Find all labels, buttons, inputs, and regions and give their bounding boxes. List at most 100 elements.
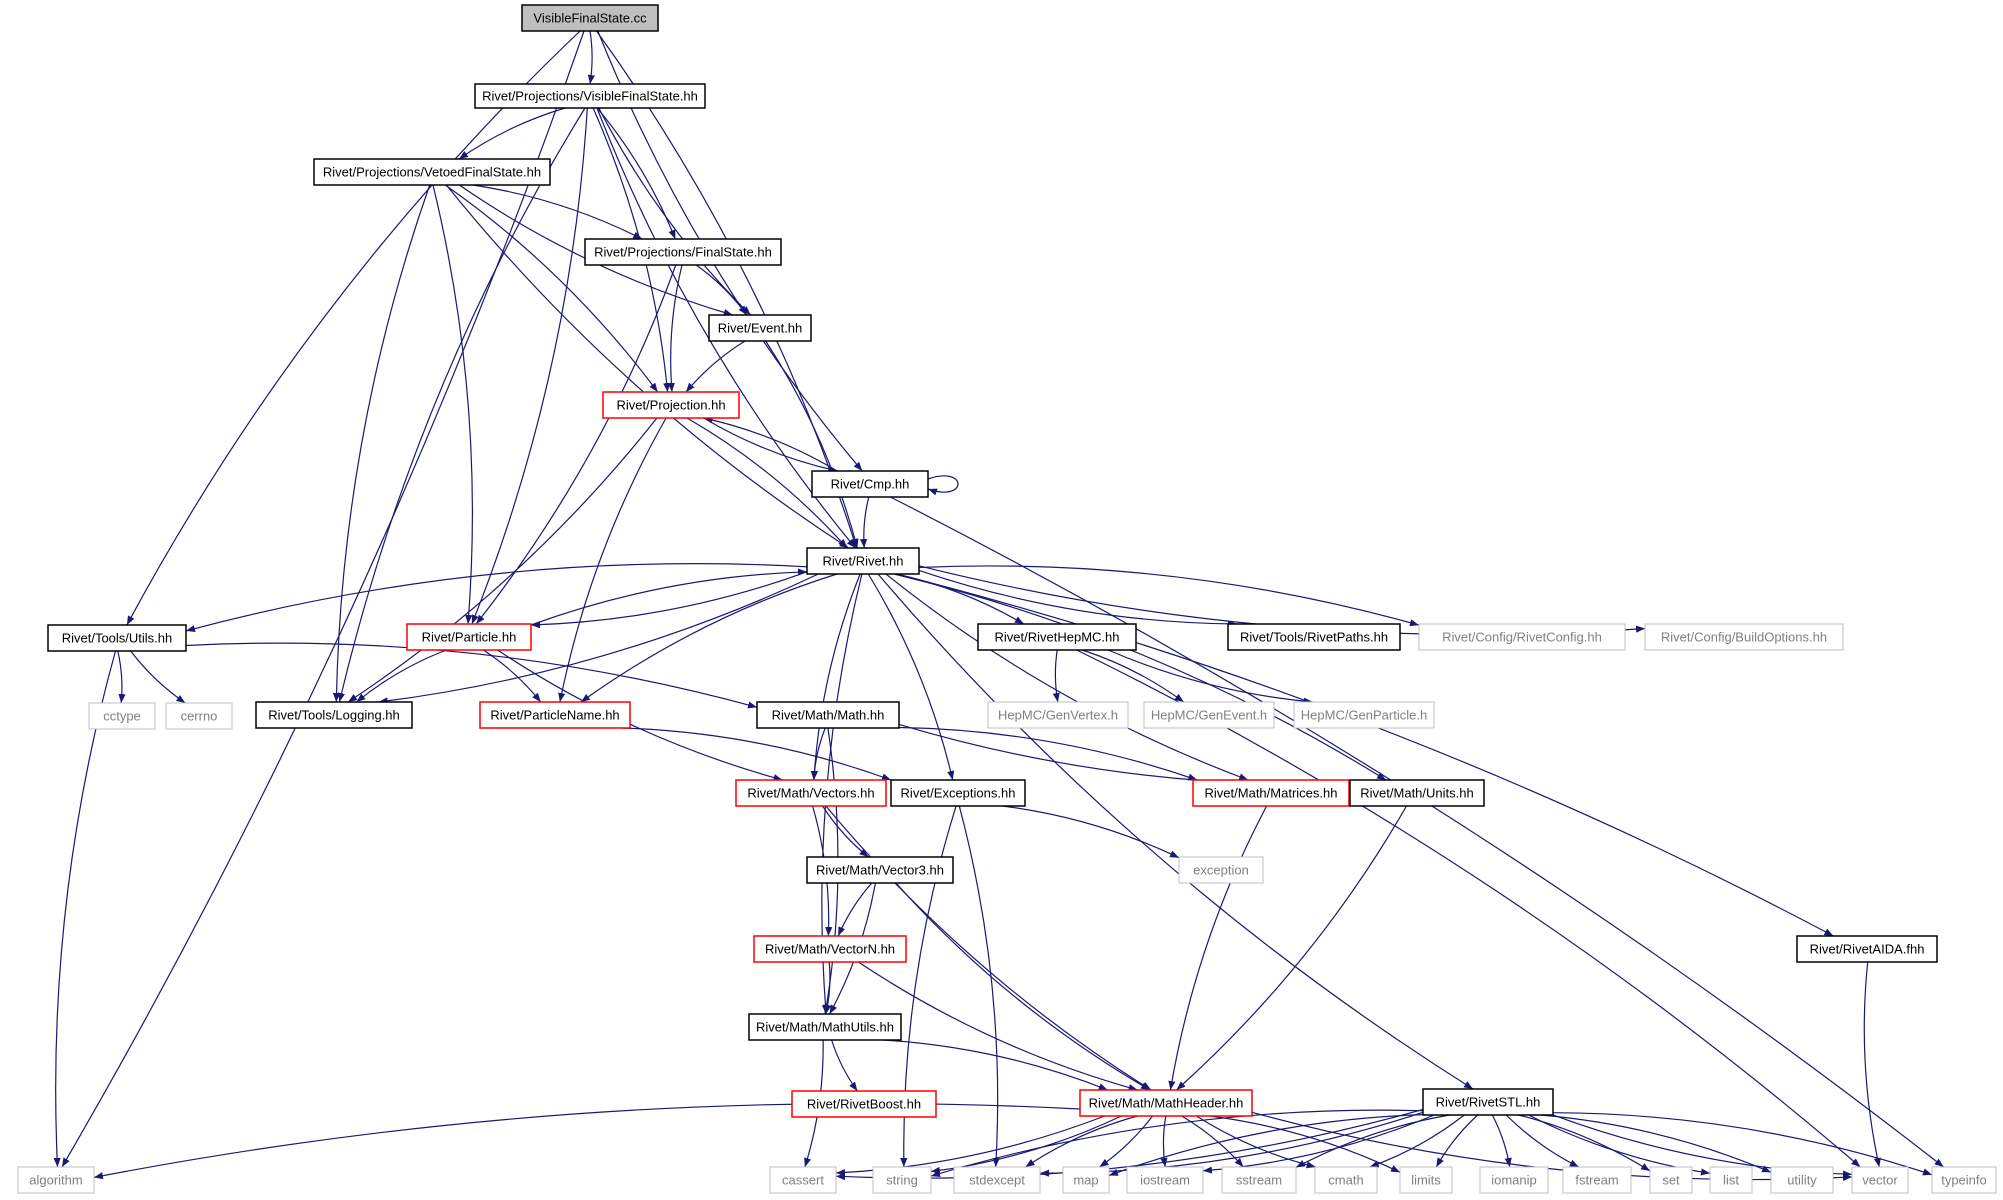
node-genparticle[interactable]: HepMC/GenParticle.h: [1293, 701, 1435, 729]
edge-mathheader-to-string: [930, 1115, 1122, 1174]
edge-rivetstl-to-limits: [1435, 1114, 1479, 1168]
node-units[interactable]: Rivet/Math/Units.hh: [1349, 779, 1485, 807]
node-box-limits: [1399, 1166, 1453, 1194]
node-map[interactable]: map: [1062, 1166, 1110, 1194]
node-vetoed[interactable]: Rivet/Projections/VetoedFinalState.hh: [313, 158, 551, 186]
node-rivetstl[interactable]: Rivet/RivetSTL.hh: [1422, 1088, 1554, 1116]
node-exceptions[interactable]: Rivet/Exceptions.hh: [890, 779, 1026, 807]
node-label-particle: Rivet/Particle.hh: [422, 630, 517, 645]
node-math[interactable]: Rivet/Math/Math.hh: [756, 701, 900, 729]
node-buildoptions[interactable]: Rivet/Config/BuildOptions.hh: [1644, 623, 1844, 651]
node-limits[interactable]: limits: [1399, 1166, 1453, 1194]
node-box-genvertex: [987, 701, 1129, 729]
node-vector3[interactable]: Rivet/Math/Vector3.hh: [806, 856, 954, 884]
node-box-typeinfo: [1931, 1166, 1997, 1194]
node-typeinfo[interactable]: typeinfo: [1931, 1166, 1997, 1194]
node-event[interactable]: Rivet/Event.hh: [708, 314, 812, 342]
edge-finalstate-to-event: [695, 264, 748, 316]
edge-projection-to-cmp: [703, 417, 838, 473]
node-iomanip[interactable]: iomanip: [1479, 1166, 1549, 1194]
node-label-exceptions: Rivet/Exceptions.hh: [901, 786, 1016, 801]
edge-vfs_hh-to-logging: [337, 107, 586, 703]
edge-units-to-mathheader: [1176, 805, 1408, 1091]
node-box-rivethepmc: [977, 623, 1137, 651]
node-genevent[interactable]: HepMC/GenEvent.h: [1143, 701, 1275, 729]
node-box-map: [1062, 1166, 1110, 1194]
node-mathheader[interactable]: Rivet/Math/MathHeader.hh: [1079, 1089, 1253, 1117]
node-vfs_cc[interactable]: VisibleFinalState.cc: [521, 4, 659, 32]
node-matrices[interactable]: Rivet/Math/Matrices.hh: [1192, 779, 1350, 807]
edge-rivethepmc-to-genparticle: [1107, 649, 1313, 705]
node-exception[interactable]: exception: [1178, 856, 1264, 884]
node-rivetboost[interactable]: Rivet/RivetBoost.hh: [791, 1090, 937, 1118]
node-label-cmp: Rivet/Cmp.hh: [831, 477, 910, 492]
edge-rivet-to-logging: [378, 573, 819, 705]
node-box-vectors: [735, 779, 887, 807]
node-algorithm[interactable]: algorithm: [17, 1166, 95, 1194]
node-label-limits: limits: [1411, 1173, 1441, 1188]
node-cassert[interactable]: cassert: [769, 1166, 837, 1194]
node-genvertex[interactable]: HepMC/GenVertex.h: [987, 701, 1129, 729]
node-box-cctype: [88, 702, 156, 730]
edge-vetoed-to-particle: [432, 184, 473, 625]
node-list[interactable]: list: [1709, 1166, 1753, 1194]
node-box-finalstate: [584, 238, 782, 266]
node-rivetconfig[interactable]: Rivet/Config/RivetConfig.hh: [1418, 623, 1626, 651]
edge-event-to-rivet: [765, 340, 859, 549]
node-stdexcept[interactable]: stdexcept: [953, 1166, 1041, 1194]
node-rivetpaths[interactable]: Rivet/Tools/RivetPaths.hh: [1227, 623, 1401, 651]
node-label-vetoed: Rivet/Projections/VetoedFinalState.hh: [323, 165, 541, 180]
node-cmath[interactable]: cmath: [1314, 1166, 1378, 1194]
edge-cmp-to-typeinfo: [890, 496, 1944, 1168]
node-iostream[interactable]: iostream: [1126, 1166, 1204, 1194]
edge-cmp-to-projection: [703, 416, 838, 472]
edge-rivet-to-rivetstl: [877, 573, 1474, 1090]
node-box-sstream: [1221, 1166, 1297, 1194]
node-box-cassert: [769, 1166, 837, 1194]
edge-rivetstl-to-typeinfo: [1552, 1112, 1933, 1176]
node-set[interactable]: set: [1649, 1166, 1693, 1194]
node-label-vfs_cc: VisibleFinalState.cc: [533, 11, 647, 26]
node-sstream[interactable]: sstream: [1221, 1166, 1297, 1194]
node-cerrno[interactable]: cerrno: [165, 702, 233, 730]
edge-vfs_cc-to-utils: [126, 30, 581, 626]
node-vectors[interactable]: Rivet/Math/Vectors.hh: [735, 779, 887, 807]
node-finalstate[interactable]: Rivet/Projections/FinalState.hh: [584, 238, 782, 266]
node-particlename[interactable]: Rivet/ParticleName.hh: [479, 701, 631, 729]
edge-rivetstl-to-list: [1528, 1114, 1711, 1176]
node-box-cmp: [811, 470, 929, 498]
edge-rivet-to-units: [893, 573, 1387, 781]
edge-mathheader-to-stdexcept: [1025, 1115, 1138, 1168]
node-mathutils[interactable]: Rivet/Math/MathUtils.hh: [748, 1013, 902, 1041]
node-rivet[interactable]: Rivet/Rivet.hh: [806, 547, 920, 575]
node-string[interactable]: string: [872, 1166, 932, 1194]
node-utils[interactable]: Rivet/Tools/Utils.hh: [47, 624, 187, 652]
node-logging[interactable]: Rivet/Tools/Logging.hh: [255, 701, 413, 729]
edge-rivet-to-rivetpaths: [918, 569, 1237, 628]
node-particle[interactable]: Rivet/Particle.hh: [406, 623, 532, 651]
node-box-matrices: [1192, 779, 1350, 807]
node-cctype[interactable]: cctype: [88, 702, 156, 730]
node-vfs_hh[interactable]: Rivet/Projections/VisibleFinalState.hh: [474, 83, 706, 109]
edge-vfs_hh-to-particle: [471, 107, 588, 625]
node-vectorn[interactable]: Rivet/Math/VectorN.hh: [753, 935, 907, 963]
node-fstream[interactable]: fstream: [1562, 1166, 1632, 1194]
node-utility[interactable]: utility: [1770, 1166, 1834, 1194]
node-projection[interactable]: Rivet/Projection.hh: [602, 391, 740, 419]
node-box-genparticle: [1293, 701, 1435, 729]
node-box-mathheader: [1079, 1089, 1253, 1117]
node-label-iomanip: iomanip: [1491, 1173, 1537, 1188]
node-rivethepmc[interactable]: Rivet/RivetHepMC.hh: [977, 623, 1137, 651]
edge-mathheader-to-map: [1099, 1115, 1153, 1168]
edge-rivetstl-to-sstream: [1295, 1114, 1450, 1168]
edge-utils-to-cerrno: [130, 650, 186, 704]
node-label-math: Rivet/Math/Math.hh: [772, 708, 885, 723]
node-box-iomanip: [1479, 1166, 1549, 1194]
node-cmp[interactable]: Rivet/Cmp.hh: [811, 470, 929, 498]
node-rivetaida[interactable]: Rivet/RivetAIDA.fhh: [1796, 935, 1938, 963]
node-vector[interactable]: vector: [1851, 1166, 1909, 1194]
node-label-iostream: iostream: [1140, 1173, 1190, 1188]
node-box-particlename: [479, 701, 631, 729]
node-label-rivetboost: Rivet/RivetBoost.hh: [807, 1097, 921, 1112]
node-box-fstream: [1562, 1166, 1632, 1194]
